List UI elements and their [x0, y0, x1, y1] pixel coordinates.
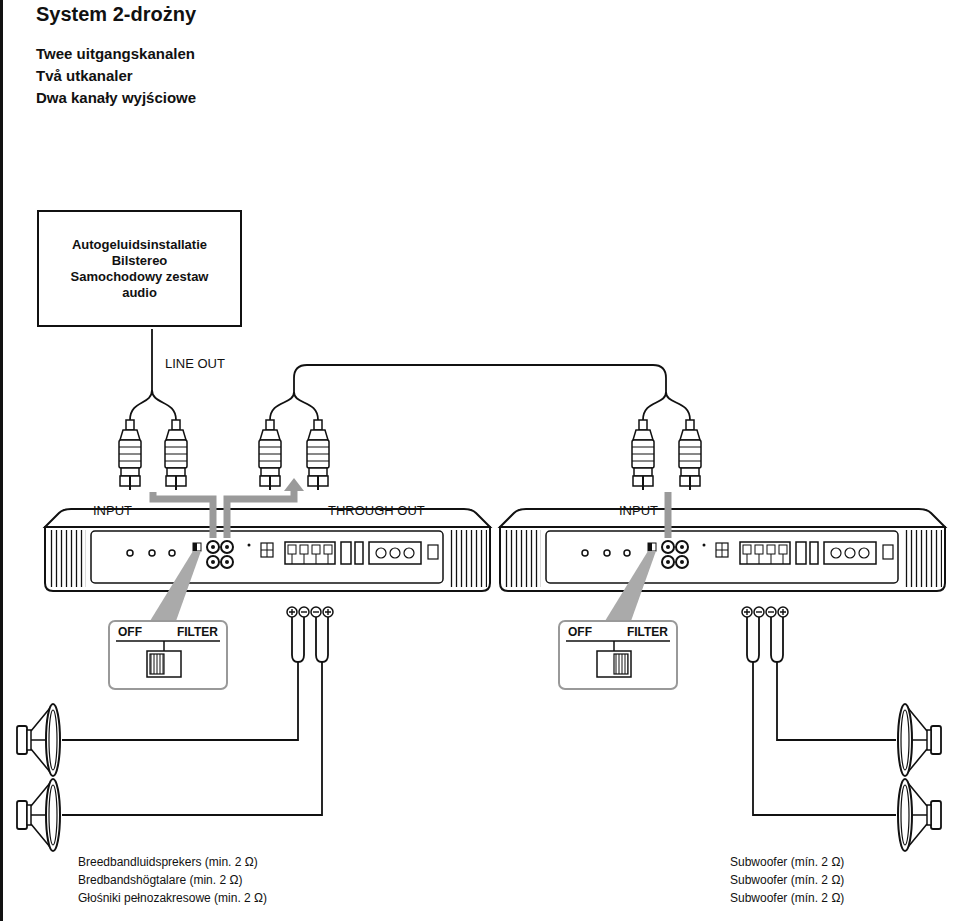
box-text: FILTER: [627, 625, 668, 640]
speaker-label: Głośniki pełnozakresowe (min. 2 Ω): [78, 891, 267, 906]
arrow-head: [284, 478, 304, 491]
speaker-wires: [62, 617, 896, 815]
subheading: Två utkanaler: [36, 67, 133, 86]
signal-label: LINE OUT: [165, 356, 225, 372]
filter-switch-left: [116, 641, 220, 677]
speaker-terminals: [287, 607, 788, 617]
box-text: Samochodowy zestaw audio: [61, 269, 218, 301]
diagram-title: System 2-drożny: [36, 2, 196, 27]
box-text: Autogeluidsinstallatie: [72, 237, 207, 253]
box-text: OFF: [118, 625, 142, 640]
speaker-label: Subwoofer (mín. 2 Ω): [730, 891, 844, 906]
signal-flow-arrows: [153, 490, 668, 538]
signal-label: INPUT: [619, 503, 658, 519]
head-unit-box: AutogeluidsinstallatieBilstereoSamochodo…: [37, 210, 242, 327]
speaker-label: Bredbandshögtalare (min. 2 Ω): [78, 873, 242, 888]
rca-plugs: [119, 420, 701, 490]
subheading: Twee uitgangskanalen: [36, 45, 195, 64]
signal-label: INPUT: [93, 503, 132, 519]
subheading: Dwa kanały wyjściowe: [36, 89, 196, 108]
box-text: Bilstereo: [112, 253, 168, 269]
page-border: [0, 0, 3, 921]
speaker-label: Subwoofer (mín. 2 Ω): [730, 855, 844, 870]
signal-label: THROUGH OUT: [328, 503, 425, 519]
switch-callout: OFF FILTER: [108, 620, 228, 690]
filter-switch-right: [566, 641, 670, 677]
speaker-label: Subwoofer (mín. 2 Ω): [730, 873, 844, 888]
signal-cables: [130, 329, 690, 420]
speaker-label: Breedbandluidsprekers (min. 2 Ω): [78, 855, 258, 870]
switch-leaders: [150, 551, 656, 621]
switch-callout: OFF FILTER: [558, 620, 678, 690]
speakers: [17, 704, 941, 851]
box-text: FILTER: [177, 625, 218, 640]
box-text: OFF: [568, 625, 592, 640]
